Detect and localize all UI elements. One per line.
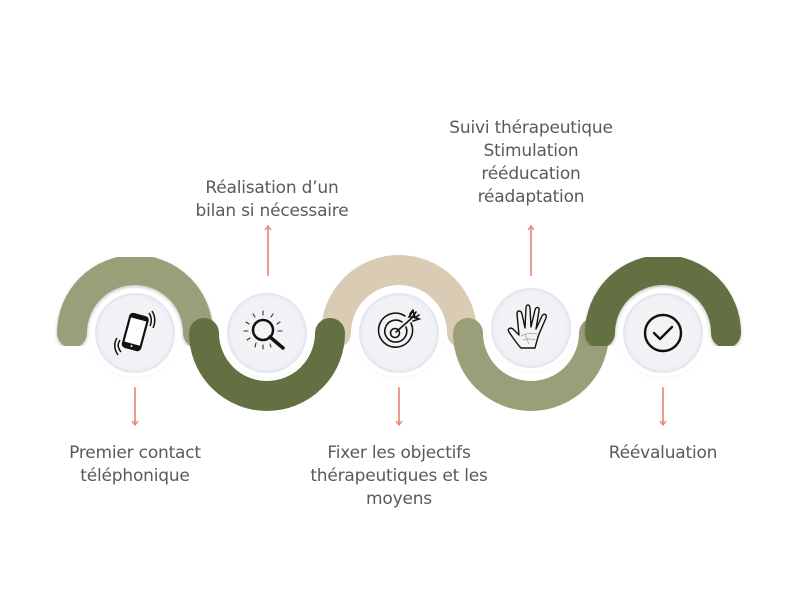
step-2-arrow xyxy=(264,224,272,276)
step-4-label-line-3: rééducation xyxy=(481,164,581,184)
step-2-label-line-1: Réalisation d’un xyxy=(205,178,339,198)
hand-icon xyxy=(507,304,547,349)
wave-arc-2 xyxy=(189,318,345,411)
wave-arc-3 xyxy=(321,255,477,348)
step-5-node xyxy=(623,293,703,373)
step-3-label-line-1: Fixer les objectifs xyxy=(327,443,471,463)
step-4-label-line-2: Stimulation xyxy=(483,141,579,161)
step-4-label-line-1: Suivi thérapeutique xyxy=(449,118,613,138)
step-1-label-line-1: Premier contact xyxy=(69,443,201,463)
target-arrow-icon xyxy=(377,309,422,348)
step-1-label-line-2: téléphonique xyxy=(80,466,190,486)
checkmark-circle-icon xyxy=(643,313,683,353)
step-1-arrow xyxy=(131,387,139,427)
step-5-arrow xyxy=(659,387,667,427)
step-5-label-line-1: Réévaluation xyxy=(608,443,718,463)
step-3-label: Fixer les objectifs thérapeutiques et le… xyxy=(310,442,488,511)
step-4-label: Suivi thérapeutique Stimulation rééducat… xyxy=(449,117,613,209)
step-4-node xyxy=(491,288,571,368)
step-1-label: Premier contact téléphonique xyxy=(69,442,201,488)
step-2-label-line-2: bilan si nécessaire xyxy=(195,201,349,221)
wave-arc-4 xyxy=(453,318,609,411)
step-4-arrow xyxy=(527,224,535,276)
step-3-label-line-3: moyens xyxy=(366,489,432,509)
step-2-label: Réalisation d’un bilan si nécessaire xyxy=(196,177,349,223)
magnifying-glass-icon xyxy=(243,310,285,350)
phone-vibrating-icon xyxy=(114,310,156,356)
step-3-node xyxy=(359,293,439,373)
step-3-label-line-2: thérapeutiques et les xyxy=(310,466,488,486)
wave-arc-1 xyxy=(57,255,213,348)
step-3-arrow xyxy=(395,387,403,427)
wave-arc-5 xyxy=(585,255,741,348)
step-2-node xyxy=(227,293,307,373)
step-4-label-line-4: réadaptation xyxy=(477,187,585,207)
step-5-label: Réévaluation xyxy=(609,442,718,465)
step-1-node xyxy=(95,293,175,373)
